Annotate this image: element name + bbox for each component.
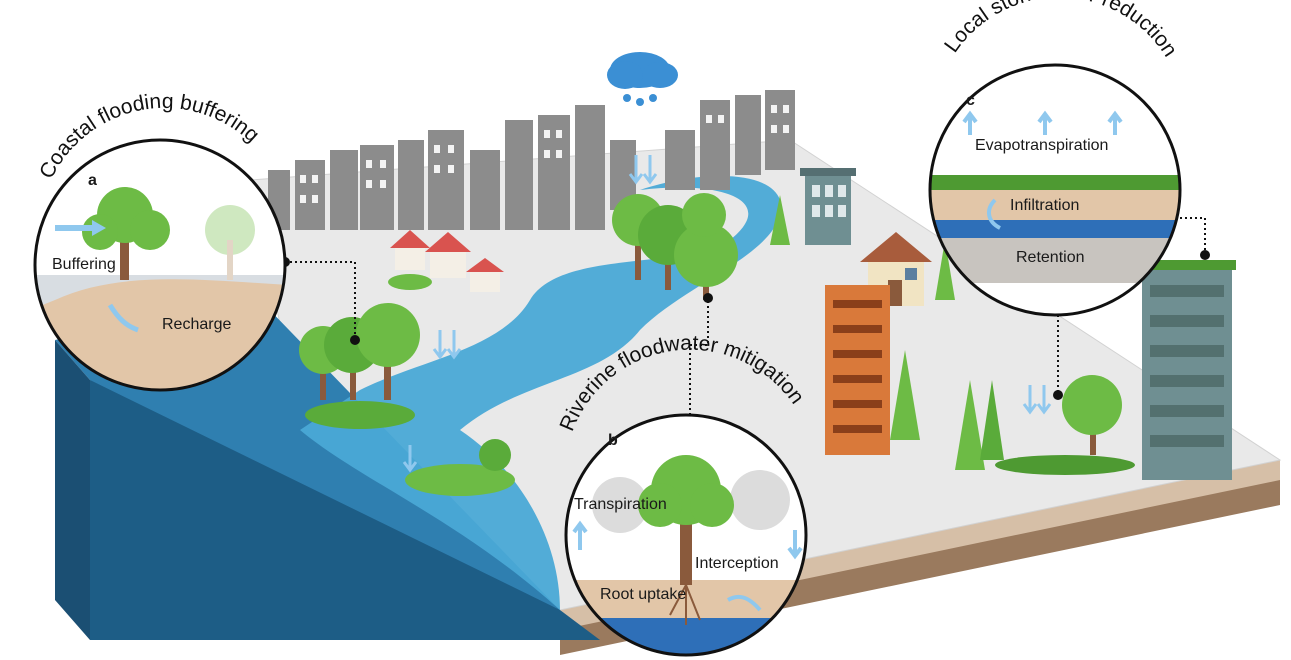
tree-icon <box>405 439 515 496</box>
retention-label: Retention <box>1016 249 1085 266</box>
up-arrow-icon <box>962 110 1123 135</box>
curved-arrow-icon <box>987 198 1002 230</box>
tree-icon <box>299 303 420 429</box>
buffering-label: Buffering <box>52 256 116 273</box>
panel-a-letter: a <box>88 172 97 189</box>
building-icon <box>1138 260 1236 480</box>
river <box>300 176 781 611</box>
tree-icon <box>770 195 1135 475</box>
down-arrow-icon <box>402 155 1052 473</box>
ocean-side-front <box>90 380 600 640</box>
panel-b-letter: b <box>608 432 618 449</box>
curved-arrow-icon <box>726 594 762 612</box>
up-arrow-icon <box>572 520 588 550</box>
down-arrow-icon <box>787 530 803 560</box>
panel-c-circle <box>928 63 1182 317</box>
root-uptake-label: Root uptake <box>600 586 687 603</box>
building-icon <box>825 285 890 455</box>
panel-c-letter: c <box>966 92 975 109</box>
building-icon <box>800 168 856 245</box>
ocean-side-left <box>55 340 90 640</box>
infiltration-label: Infiltration <box>1010 197 1080 214</box>
house-icon <box>860 232 932 306</box>
curved-arrow-icon <box>107 303 139 333</box>
interception-label: Interception <box>695 555 779 572</box>
recharge-label: Recharge <box>162 316 232 333</box>
tree-icon <box>612 193 738 300</box>
panel-b-circle <box>564 413 808 657</box>
house-icon <box>388 230 504 292</box>
panel-c-title: Local stormwater reduction <box>940 0 1181 61</box>
evapotranspiration-label: Evapotranspiration <box>975 137 1109 154</box>
rain-cloud-icon <box>607 52 678 106</box>
transpiration-label: Transpiration <box>574 496 667 513</box>
skyline-windows <box>300 105 789 203</box>
